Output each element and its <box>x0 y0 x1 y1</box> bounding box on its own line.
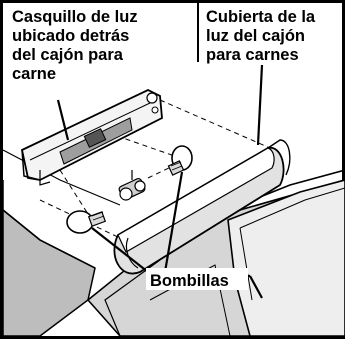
meat-drawer <box>86 169 345 337</box>
leader-lines <box>56 64 264 299</box>
socket-label-line-4: carne <box>12 65 56 83</box>
bulb-left <box>66 210 107 234</box>
light-socket <box>20 88 163 186</box>
socket-label-line-2: ubicado detrás <box>12 27 129 45</box>
socket-connector <box>118 170 146 201</box>
cover-label-line-3: para carnes <box>206 46 299 64</box>
shelf-line <box>2 149 121 206</box>
bulb-right <box>167 145 193 176</box>
cover-label-line-1: Cubierta de la <box>206 8 316 26</box>
cover-label-line-2: luz del cajón <box>206 27 305 45</box>
bulbs-label: Bombillas <box>150 272 229 290</box>
socket-label-line-1: Casquillo de luz <box>12 8 138 26</box>
light-cover <box>113 139 291 275</box>
bulbs-label-bg <box>146 268 248 290</box>
fridge-edge <box>2 180 96 269</box>
socket-label-line-3: del cajón para <box>12 46 124 64</box>
